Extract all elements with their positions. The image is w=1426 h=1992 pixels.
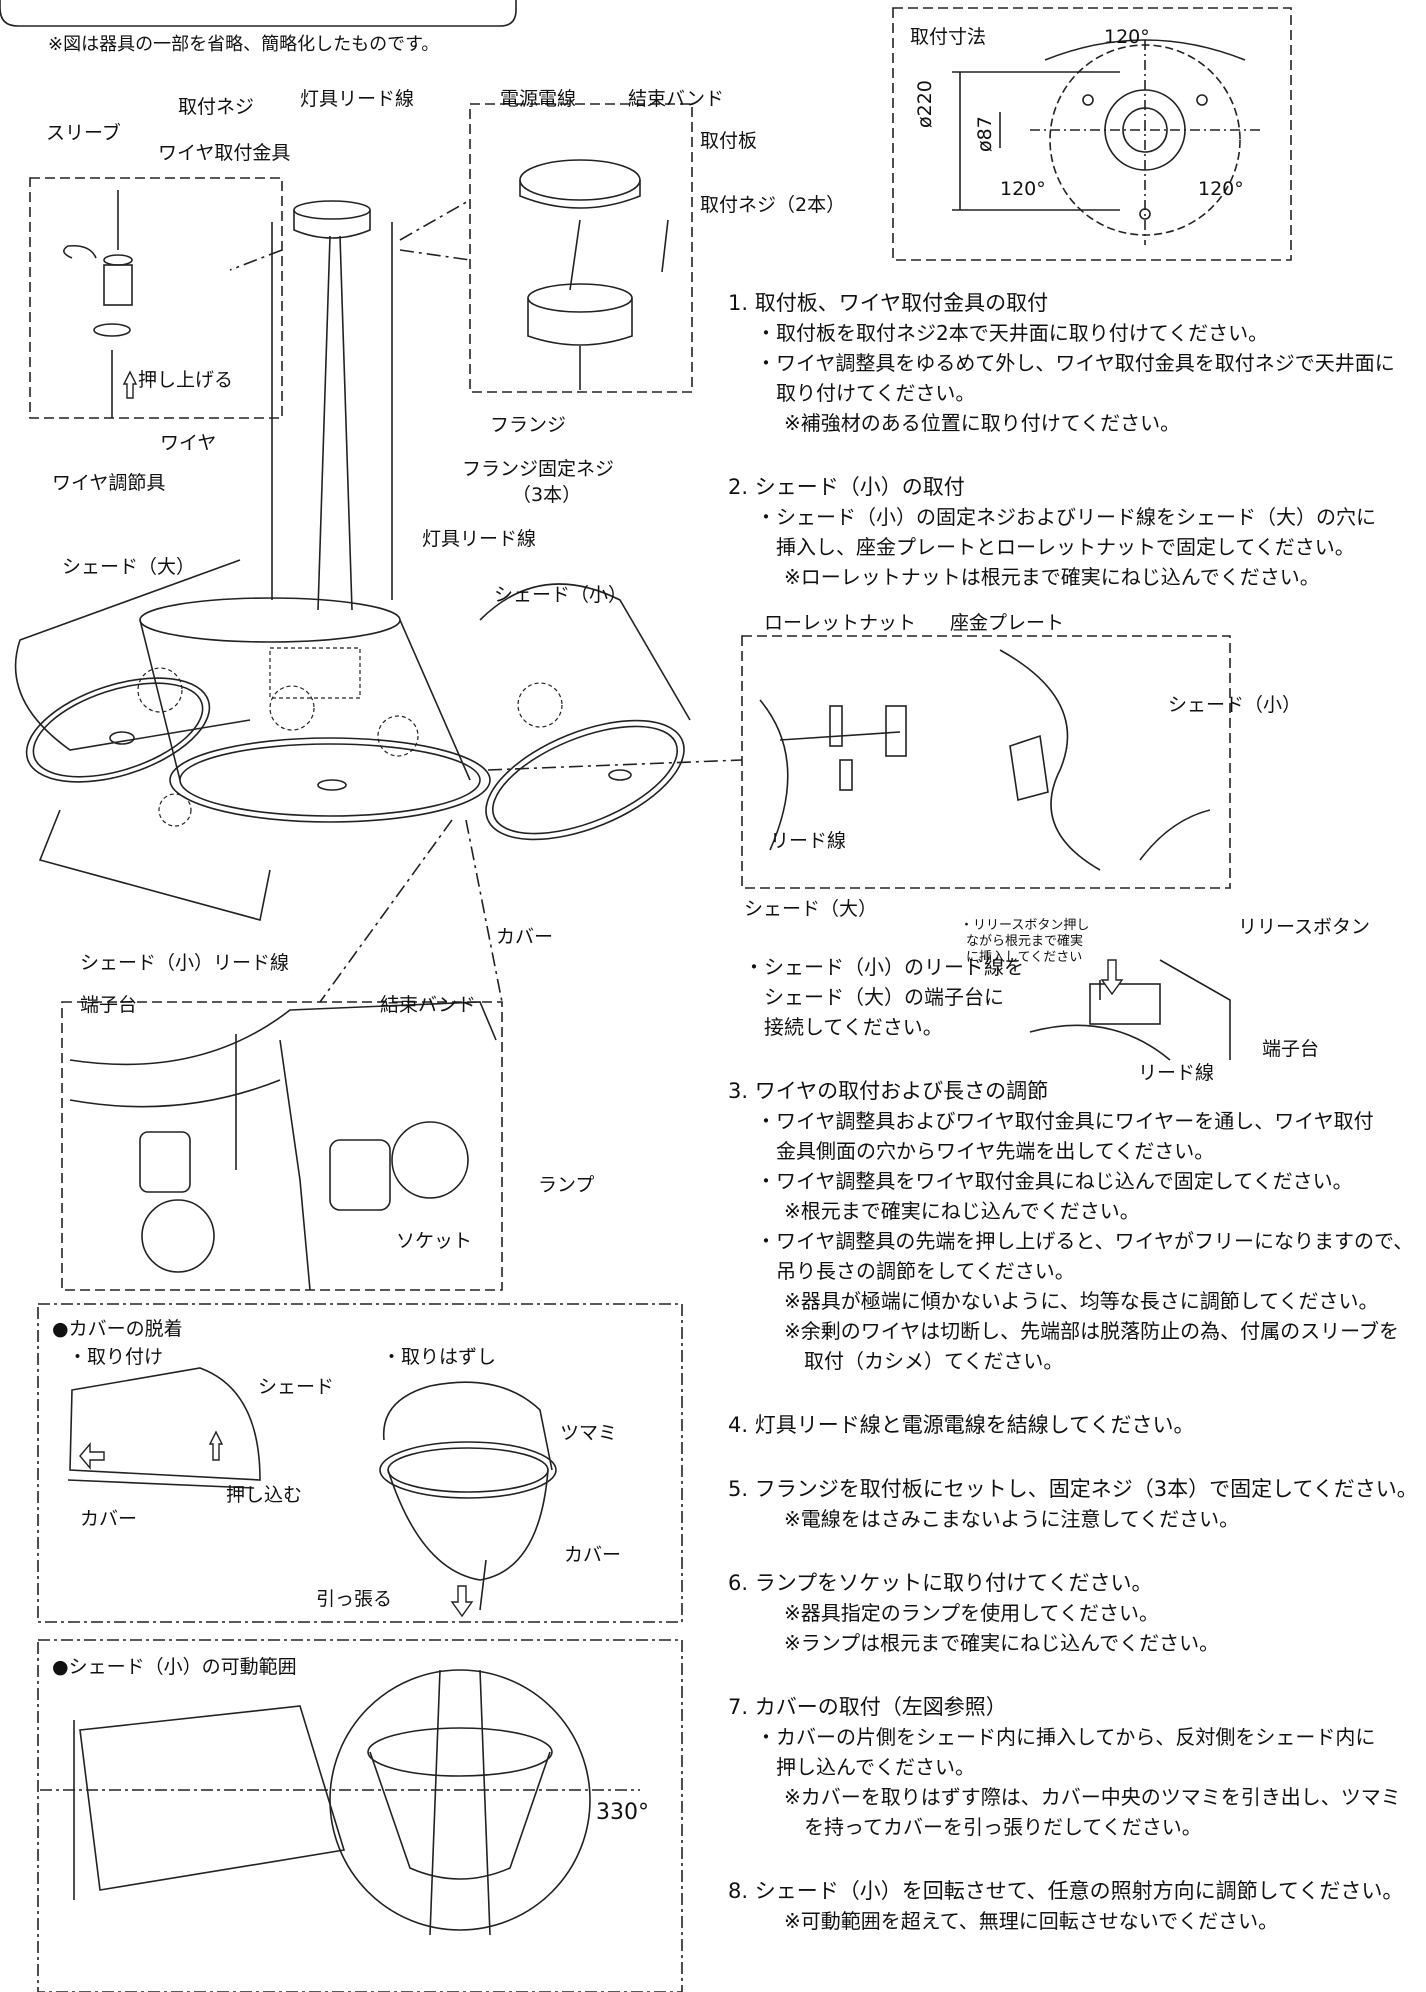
step-line: 取り付けてください。: [756, 381, 976, 405]
step-2: 2. シェード（小）の取付 ・シェード（小）の固定ネジおよびリード線をシェード（…: [728, 472, 1418, 592]
step-line: ・ワイヤ調整具およびワイヤ取付金具にワイヤーを通し、ワイヤ取付: [756, 1109, 1374, 1133]
detail-lead: リード線: [770, 830, 847, 852]
range-angle: 330°: [596, 1800, 649, 1825]
step-note: ※電線をはさみこまないように注意してください。: [784, 1507, 1240, 1531]
angle-left: 120°: [1000, 178, 1046, 200]
label-flange: フランジ: [490, 414, 567, 436]
step-note: ※器具が極端に傾かないように、均等な長さに調節してください。: [784, 1289, 1379, 1313]
label-flange-screw-qty: （3本）: [512, 484, 582, 506]
detail-nut: ローレットナット: [764, 612, 917, 634]
cover-left: カバー: [80, 1508, 138, 1530]
step-note: ※ローレットナットは根元まで確実にねじ込んでください。: [784, 565, 1320, 589]
step-note: ※根元まで確実にねじ込んでください。: [784, 1199, 1140, 1223]
terminal-instr-2: ながら根元まで確実: [966, 934, 1084, 949]
step-note: ※可動範囲を超えて、無理に回転させないでください。: [784, 1909, 1279, 1933]
step-note: ※器具指定のランプを使用してください。: [784, 1601, 1159, 1625]
step-2b: ・シェード（小）のリード線を シェード（大）の端子台に 接続してください。: [744, 952, 1024, 1042]
lower-lamp: ランプ: [538, 1174, 595, 1196]
lower-socket: ソケット: [396, 1230, 473, 1252]
step-2b-line: シェード（大）の端子台に: [744, 985, 1004, 1009]
detail-shade-large: シェード（大）: [744, 898, 878, 920]
label-wire-bracket: ワイヤ取付金具: [158, 142, 291, 164]
terminal-block: 端子台: [1262, 1038, 1320, 1060]
label-shade-large: シェード（大）: [62, 556, 196, 578]
step-7: 7. カバーの取付（左図参照） ・カバーの片側をシェード内に挿入してから、反対側を…: [728, 1692, 1418, 1842]
label-lead-wire: 灯具リード線: [300, 88, 415, 110]
cover-shade: シェード: [258, 1376, 335, 1398]
lower-terminal: 端子台: [80, 994, 138, 1016]
label-band: 結束バンド: [628, 88, 724, 110]
label-flange-screw: フランジ固定ネジ: [462, 458, 615, 480]
label-wire-adjuster: ワイヤ調節具: [52, 472, 166, 494]
lower-shade-lead: シェード（小）リード線: [80, 952, 290, 974]
label-push-up: 押し上げる: [138, 369, 234, 391]
step-note: ※余剰のワイヤは切断し、先端部は脱落防止の為、付属のスリーブを: [784, 1319, 1399, 1343]
terminal-instr-3: に挿入してください: [966, 950, 1083, 965]
step-line: 金具側面の穴からワイヤ先端を出してください。: [756, 1139, 1215, 1163]
label-power-wire: 電源電線: [500, 88, 577, 110]
step-title: 3. ワイヤの取付および長さの調節: [728, 1079, 1049, 1103]
step-8: 8. シェード（小）を回転させて、任意の照射方向に調節してください。 ※可動範囲を…: [728, 1876, 1418, 1936]
step-2b-line: 接続してください。: [744, 1015, 943, 1039]
step-note: ※ランプは根元まで確実にねじ込んでください。: [784, 1631, 1220, 1655]
label-sleeve: スリーブ: [46, 122, 121, 144]
step-title: 1. 取付板、ワイヤ取付金具の取付: [728, 291, 1049, 315]
step-note: 取付（カシメ）てください。: [784, 1349, 1064, 1373]
step-2b-line: ・シェード（小）のリード線を: [744, 955, 1024, 979]
cover-attach: ・取り付け: [68, 1346, 164, 1368]
steps-lower: 3. ワイヤの取付および長さの調節・ワイヤ調整具およびワイヤ取付金具にワイヤーを…: [728, 1076, 1418, 1970]
cover-box-title: ●カバーの脱着: [52, 1318, 183, 1340]
step-line: ・ワイヤ調整具をワイヤ取付金具にねじ込んで固定してください。: [756, 1169, 1353, 1193]
angle-right: 120°: [1198, 178, 1244, 200]
dim-87: ø87: [974, 116, 996, 152]
detail-shade-small: シェード（小）: [1168, 694, 1302, 716]
step-6: 6. ランプをソケットに取り付けてください。 ※器具指定のランプを使用してください…: [728, 1568, 1418, 1658]
detail-washer: 座金プレート: [950, 612, 1065, 634]
header-note: ※図は器具の一部を省略、簡略化したものです。: [48, 34, 440, 55]
step-title: 4. 灯具リード線と電源電線を結線してください。: [728, 1413, 1195, 1437]
mount-dims-title: 取付寸法: [910, 26, 987, 48]
lower-band: 結束バンド: [380, 994, 476, 1016]
step-line: ・取付板を取付ネジ2本で天井面に取り付けてください。: [756, 321, 1269, 345]
steps-upper: 1. 取付板、ワイヤ取付金具の取付 ・取付板を取付ネジ2本で天井面に取り付けてく…: [728, 288, 1418, 626]
dim-220: ø220: [914, 80, 936, 128]
step-note: を持ってカバーを引っ張りだしてください。: [784, 1815, 1202, 1839]
step-line: ・カバーの片側をシェード内に挿入してから、反対側をシェード内に: [756, 1725, 1376, 1749]
angle-top: 120°: [1104, 26, 1150, 48]
label-lead-wire-2: 灯具リード線: [422, 528, 537, 550]
label-screw: 取付ネジ: [178, 96, 255, 118]
step-3: 3. ワイヤの取付および長さの調節・ワイヤ調整具およびワイヤ取付金具にワイヤーを…: [728, 1076, 1418, 1376]
step-note: ※カバーを取りはずす際は、カバー中央のツマミを引き出し、ツマミ: [784, 1785, 1401, 1809]
step-5: 5. フランジを取付板にセットし、固定ネジ（3本）で固定してください。 ※電線をは…: [728, 1474, 1418, 1534]
label-screws2: 取付ネジ（2本）: [700, 194, 846, 216]
cover-right: カバー: [564, 1544, 622, 1566]
cover-push-in: 押し込む: [226, 1484, 303, 1506]
step-line: 吊り長さの調節をしてください。: [756, 1259, 1075, 1283]
label-cover: カバー: [496, 926, 554, 948]
cover-knob: ツマミ: [560, 1422, 618, 1444]
step-line: ・ワイヤ調整具をゆるめて外し、ワイヤ取付金具を取付ネジで天井面に: [756, 351, 1395, 375]
step-title: 8. シェード（小）を回転させて、任意の照射方向に調節してください。: [728, 1879, 1404, 1903]
step-line: 挿入し、座金プレートとローレットナットで固定してください。: [756, 535, 1355, 559]
step-line: 押し込んでください。: [756, 1755, 975, 1779]
step-4: 4. 灯具リード線と電源電線を結線してください。: [728, 1410, 1418, 1440]
label-shade-small: シェード（小）: [494, 584, 628, 606]
cover-remove: ・取りはずし: [382, 1346, 497, 1368]
step-1: 1. 取付板、ワイヤ取付金具の取付 ・取付板を取付ネジ2本で天井面に取り付けてく…: [728, 288, 1418, 438]
step-title: 2. シェード（小）の取付: [728, 475, 965, 499]
step-title: 5. フランジを取付板にセットし、固定ネジ（3本）で固定してください。: [728, 1477, 1418, 1501]
step-title: 6. ランプをソケットに取り付けてください。: [728, 1571, 1153, 1595]
terminal-release: リリースボタン: [1238, 916, 1371, 938]
terminal-lead: リード線: [1138, 1062, 1215, 1084]
label-wire: ワイヤ: [160, 432, 217, 454]
step-line: ・シェード（小）の固定ネジおよびリード線をシェード（大）の穴に: [756, 505, 1376, 529]
step-line: ・ワイヤ調整具の先端を押し上げると、ワイヤがフリーになりますので、: [756, 1229, 1414, 1253]
step-title: 7. カバーの取付（左図参照）: [728, 1695, 1007, 1719]
label-plate: 取付板: [700, 130, 758, 152]
step-note: ※補強材のある位置に取り付けてください。: [784, 411, 1181, 435]
cover-pull: 引っ張る: [316, 1588, 393, 1610]
range-box-title: ●シェード（小）の可動範囲: [52, 1656, 297, 1678]
terminal-instr-1: ・リリースボタン押し: [960, 918, 1090, 933]
